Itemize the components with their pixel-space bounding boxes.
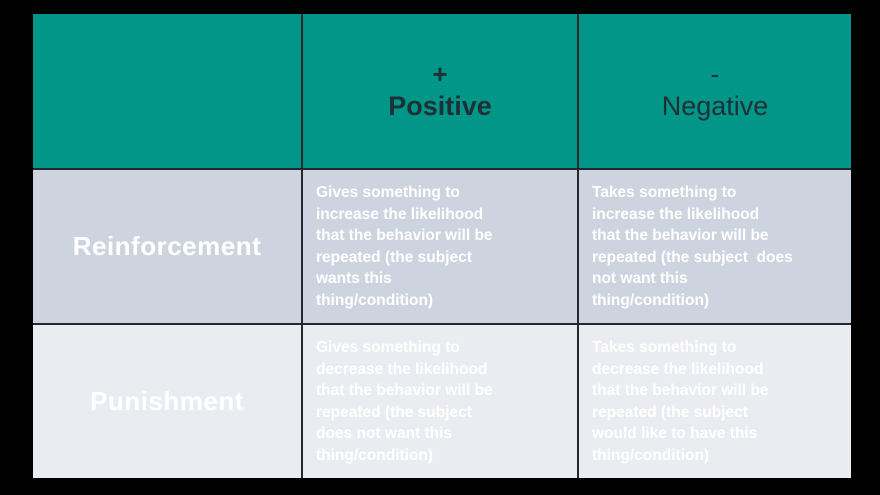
punishment-row-label: Punishment <box>33 325 301 478</box>
operant-conditioning-table: + Positive - Negative Reinforcement Give… <box>33 14 851 478</box>
reinforcement-positive-cell: Gives something to increase the likeliho… <box>303 170 577 323</box>
reinforcement-row-label: Reinforcement <box>33 170 301 323</box>
header-negative-cell: - Negative <box>579 14 851 168</box>
negative-header-label: Negative <box>661 91 769 122</box>
minus-symbol: - <box>710 58 720 89</box>
punishment-positive-cell: Gives something to decrease the likeliho… <box>303 325 577 478</box>
plus-symbol: + <box>432 58 448 89</box>
punishment-negative-cell: Takes something to decrease the likeliho… <box>579 325 851 478</box>
reinforcement-negative-cell: Takes something to increase the likeliho… <box>579 170 851 323</box>
header-corner-cell <box>33 14 301 168</box>
positive-header-label: Positive <box>388 91 492 122</box>
header-positive-cell: + Positive <box>303 14 577 168</box>
